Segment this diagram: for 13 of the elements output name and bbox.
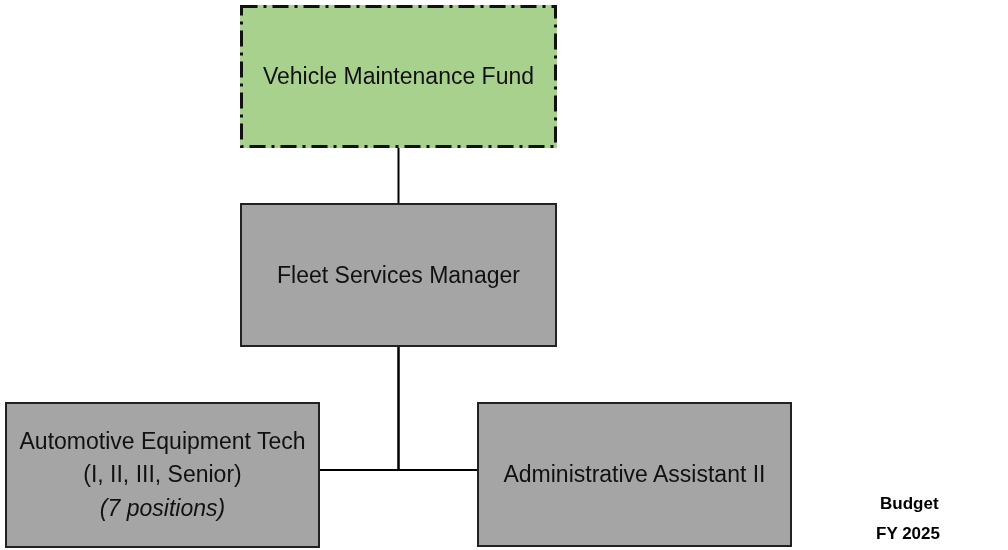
- note-text: FY 2025: [876, 524, 940, 544]
- position-box: [240, 203, 557, 347]
- position-count: (7 positions): [99, 493, 226, 523]
- position-box: [477, 402, 792, 547]
- position-title: Vehicle Maintenance Fund: [262, 62, 535, 92]
- position-title: Fleet Services Manager: [277, 260, 520, 290]
- connector-line: [397, 346, 478, 471]
- position-title: Automotive Equipment Tech (I, II, III, Senior): [18, 427, 307, 490]
- connector-line: [397, 147, 400, 204]
- position-title: Administrative Assistant II: [503, 460, 766, 490]
- position-box: [5, 402, 320, 548]
- fund-box: [240, 5, 557, 148]
- note-text: Budget: [880, 494, 939, 514]
